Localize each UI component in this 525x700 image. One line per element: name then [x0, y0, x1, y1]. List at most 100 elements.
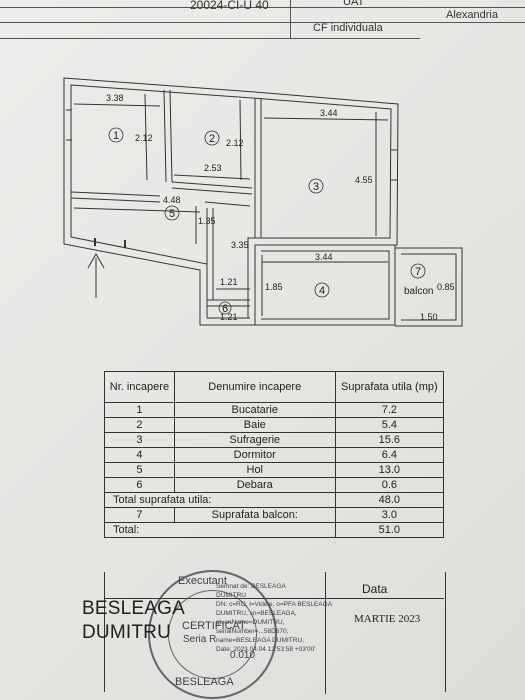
header-area: Suprafata utila (mp) [334, 371, 445, 403]
wall [70, 191, 161, 197]
dim-line [73, 207, 201, 213]
sig-line: serialNumber=...58D670, [216, 628, 289, 635]
footer-col-sep [325, 572, 326, 694]
dim-label: 2.12 [135, 133, 153, 143]
wall [70, 197, 161, 203]
room-number: 3 [313, 181, 319, 193]
name-line-1: BESLEAGA [82, 598, 185, 619]
cf-label: CF individuala [313, 22, 383, 34]
room-4-wall [255, 244, 396, 326]
dim-label: 1.85 [265, 282, 283, 292]
cell-name: Sufragerie [173, 432, 336, 448]
dim-label: 4.48 [163, 195, 181, 205]
stamp-nr: 0.010 [230, 650, 256, 661]
sig-line: DN: c=RO, l=Videle, o=PFA BESLEAGA [216, 601, 333, 608]
room-circle [108, 127, 124, 143]
sig-line: Semnat de: BESLEAGA [216, 583, 286, 590]
cell-nr: 1 [104, 402, 175, 418]
header-nr: Nr. incapere [104, 371, 175, 403]
room-circle [410, 263, 426, 279]
room-number: 2 [209, 133, 215, 145]
executant-label: Executant [178, 575, 227, 587]
floor-plan: 1 2 3 4 5 6 7 3.38 2.12 2.12 2.53 3.44 4… [63, 77, 463, 327]
wall [204, 201, 251, 207]
cell-area: 13.0 [334, 462, 445, 478]
wall [163, 89, 167, 183]
dim-label: 1.21 [220, 312, 238, 322]
footer-divider [104, 598, 444, 599]
total-value: 51.0 [334, 522, 445, 538]
sig-line: DUMITRU, sn=BESLEAGA, [216, 610, 297, 617]
cell-nr: 2 [104, 417, 175, 433]
sig-line: givenName=DUMITRU, [216, 619, 285, 626]
balcony-value: 3.0 [334, 507, 445, 523]
room-circle [164, 205, 180, 221]
date-value: MARTIE 2023 [354, 613, 421, 625]
data-label: Data [362, 582, 388, 596]
dim-label: 3.44 [320, 108, 338, 118]
stamp-bottom: BESLEAGA [175, 676, 234, 688]
dim-label: 1.50 [420, 312, 438, 322]
cell-name: Bucatarie [173, 402, 336, 418]
total-row: Total: 51.0 [104, 522, 445, 538]
cell-area: 0.6 [334, 477, 445, 493]
cell-nr: 3 [104, 432, 175, 448]
stamp-serie: Seria R [183, 634, 217, 645]
dim-label: 0.85 [437, 282, 455, 292]
cell-name: Debara [173, 477, 336, 493]
cell-area: 5.4 [334, 417, 445, 433]
stamp-center: CERTIFICAT [182, 620, 246, 632]
table-row: 2 Baie 5.4 [104, 417, 445, 433]
wall [171, 187, 253, 195]
header-col-sep [290, 0, 291, 38]
dim-label: 4.55 [355, 175, 373, 185]
cadastral-number: 20024-CI-U 40 [190, 0, 269, 12]
table-row: 6 Debara 0.6 [104, 477, 445, 493]
total-util-row: Total suprafata utila: 48.0 [104, 492, 445, 508]
footer-box [104, 572, 446, 692]
table-header-row: Nr. incapere Denumire incapere Suprafata… [104, 371, 445, 403]
balcony-label: balcon [404, 286, 433, 297]
dim-line [144, 93, 148, 181]
sig-line: DUMITRU [216, 592, 246, 599]
balcony-nr: 7 [104, 507, 175, 523]
dim-label: 2.53 [204, 163, 222, 173]
sig-line: Date: 2023.04.04 12:53:58 +03'00' [216, 646, 316, 653]
cell-area: 6.4 [334, 447, 445, 463]
balcony-label: Suprafata balcon: [173, 507, 336, 523]
table-row: 5 Hol 13.0 [104, 462, 445, 478]
total-label: Total: [104, 522, 336, 538]
cell-area: 7.2 [334, 402, 445, 418]
sig-line: name=BESLEAGA DUMITRU, [216, 637, 304, 644]
dim-line [173, 174, 251, 180]
seal-stamp [148, 570, 277, 699]
dim-line [73, 103, 161, 107]
cell-nr: 4 [104, 447, 175, 463]
name-line-2: DUMITRU [82, 622, 171, 643]
balcony-wall [395, 247, 463, 327]
dim-label: 3.38 [106, 93, 124, 103]
dim-label: 1.35 [198, 216, 216, 226]
cell-nr: 5 [104, 462, 175, 478]
cell-area: 15.6 [334, 432, 445, 448]
executant-name: BESLEAGA DUMITRU [82, 597, 185, 645]
outer-wall-inner [70, 84, 392, 319]
dim-line [263, 117, 389, 121]
room-circle [308, 178, 324, 194]
room-number: 1 [113, 130, 119, 142]
outer-wall [63, 77, 399, 326]
room-circle [204, 130, 220, 146]
wall [169, 89, 173, 183]
dim-label: 1.21 [220, 277, 238, 287]
room-circle [218, 301, 232, 315]
room-4-wall-inner [261, 250, 390, 320]
room-number: 6 [222, 303, 228, 315]
room-number: 5 [169, 208, 175, 220]
dim-label: 2.12 [226, 138, 244, 148]
rooms-table: Nr. incapere Denumire incapere Suprafata… [104, 371, 445, 538]
table-row: 1 Bucatarie 7.2 [104, 402, 445, 418]
dim-label: 3.44 [315, 252, 333, 262]
header-divider-mid [0, 22, 525, 23]
room-circle [314, 282, 330, 298]
room-number: 7 [415, 266, 421, 278]
